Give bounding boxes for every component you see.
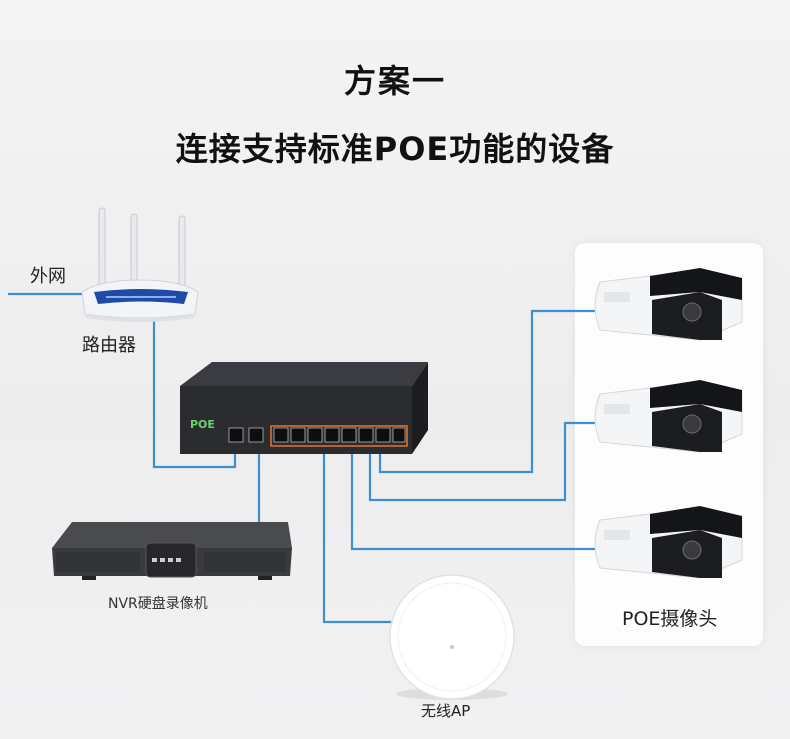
wire-switch-camera-2 <box>368 421 610 502</box>
camera-label: POE摄像头 <box>622 608 718 630</box>
camera-icon-1 <box>594 268 743 341</box>
wire-router-switch <box>152 318 237 469</box>
connection-wires <box>8 292 642 624</box>
camera-icon-2 <box>594 380 743 453</box>
wire-switch-camera-3 <box>350 450 642 551</box>
page-subtitle: 连接支持标准POE功能的设备 <box>175 130 615 168</box>
external-network-label: 外网 <box>30 266 66 287</box>
wire-switch-ap <box>322 450 398 624</box>
ap-label: 无线AP <box>421 702 471 720</box>
switch-brand: POE <box>190 418 215 431</box>
nvr-label: NVR硬盘录像机 <box>108 596 208 612</box>
camera-icon-3 <box>594 506 743 579</box>
uplink-ports <box>228 427 264 443</box>
router-label: 路由器 <box>82 335 136 356</box>
nvr-icon <box>52 522 292 580</box>
wire-switch-camera-1 <box>378 309 610 474</box>
wireless-ap-icon <box>389 574 515 700</box>
page-title: 方案一 <box>343 62 446 100</box>
poe-switch-icon: POE <box>180 362 428 454</box>
poe-ports <box>270 425 408 447</box>
router-icon <box>81 207 199 322</box>
